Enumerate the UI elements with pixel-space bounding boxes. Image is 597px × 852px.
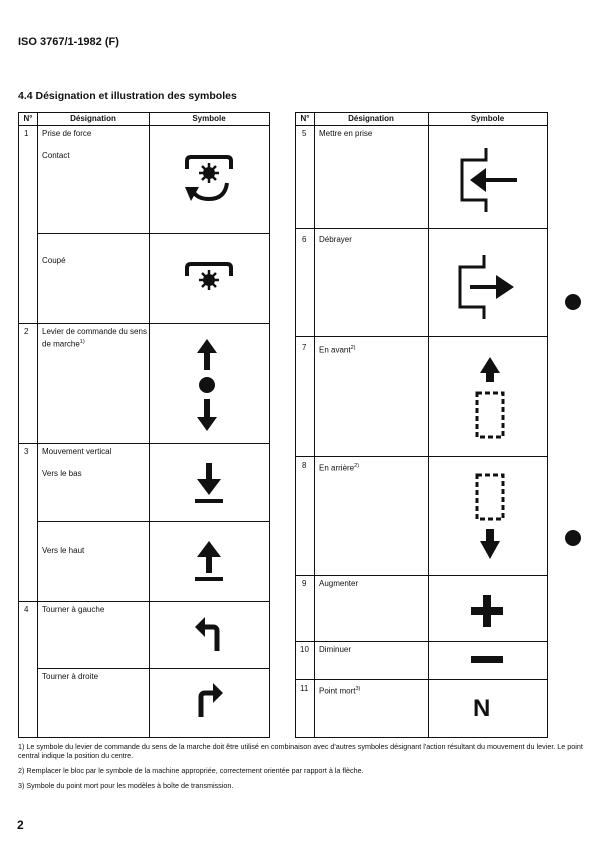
designation-text: Augmenter [319,579,359,588]
col-header-no: N° [19,113,37,126]
disengage-icon [458,255,514,319]
row-number: 1 [24,129,29,138]
move-up-icon [195,541,223,581]
row-number: 9 [302,579,307,588]
pto-disengaged-icon [185,262,233,290]
margin-dot [565,294,581,310]
designation-text: En arrière2) [319,463,360,473]
left-symbol-table: N° Désignation Symbole 1 Prise de force … [18,112,270,738]
engage-icon [460,148,517,212]
margin-dot [565,530,581,546]
row-number: 4 [24,605,29,614]
col-header-designation: Désignation [37,113,149,126]
neutral-symbol: N [473,695,491,722]
footnote-ref: 1) [79,339,85,345]
plus-icon [471,595,503,627]
sub-designation-text: Tourner à droite [42,672,99,681]
designation-text: En avant2) [319,345,356,355]
footnote-ref: 3) [355,686,361,692]
row-number: 3 [24,447,29,456]
turn-right-icon [198,683,223,717]
col-header-symbole: Symbole [149,113,269,126]
move-down-icon [195,463,223,503]
pto-engaged-icon [185,155,233,202]
right-symbol-table: N° Désignation Symbole 5 Mettre en prise… [295,112,548,738]
footnote: 3) Symbole du point mort pour les modèle… [18,781,234,790]
col-header-no: N° [296,113,314,126]
reverse-icon [475,473,505,559]
row-number: 6 [302,235,307,244]
document-id: ISO 3767/1-1982 (F) [18,36,119,48]
row-number: 5 [302,129,307,138]
footnote: 1) Le symbole du levier de commande du s… [18,742,583,760]
sub-designation-text: Coupé [42,256,66,265]
direction-lever-icon [197,339,217,431]
footnote: 2) Remplacer le bloc par le symbole de l… [18,766,364,775]
col-header-symbole: Symbole [428,113,547,126]
sub-designation-text: Vers le haut [42,546,85,555]
row-number: 2 [24,327,29,336]
section-title: 4.4 Désignation et illustration des symb… [18,90,237,102]
turn-left-icon [195,617,220,651]
footnote-ref: 2) [350,345,356,351]
footnotes: 1) Le symbole du levier de commande du s… [18,742,583,796]
footnote-ref: 2) [354,463,360,469]
row-number: 10 [300,645,309,654]
page-number: 2 [17,818,24,832]
designation-text: Tourner à gauche [42,605,105,614]
minus-icon [471,656,503,663]
forward-icon [475,357,505,439]
designation-text: Débrayer [319,235,352,244]
row-number: 11 [300,684,309,693]
designation-text: Diminuer [319,645,352,654]
designation-text: Point mort3) [319,686,361,696]
col-header-designation: Désignation [314,113,428,126]
row-number: 7 [302,343,307,352]
designation-text: Mettre en prise [319,129,373,138]
row-number: 8 [302,461,307,470]
designation-text: Mouvement vertical [42,447,112,456]
designation-text: Prise de force [42,129,92,138]
sub-designation-text: Contact [42,151,70,160]
sub-designation-text: Vers le bas [42,469,82,478]
designation-text: Levier de commande du sens de marche1) [42,327,147,349]
